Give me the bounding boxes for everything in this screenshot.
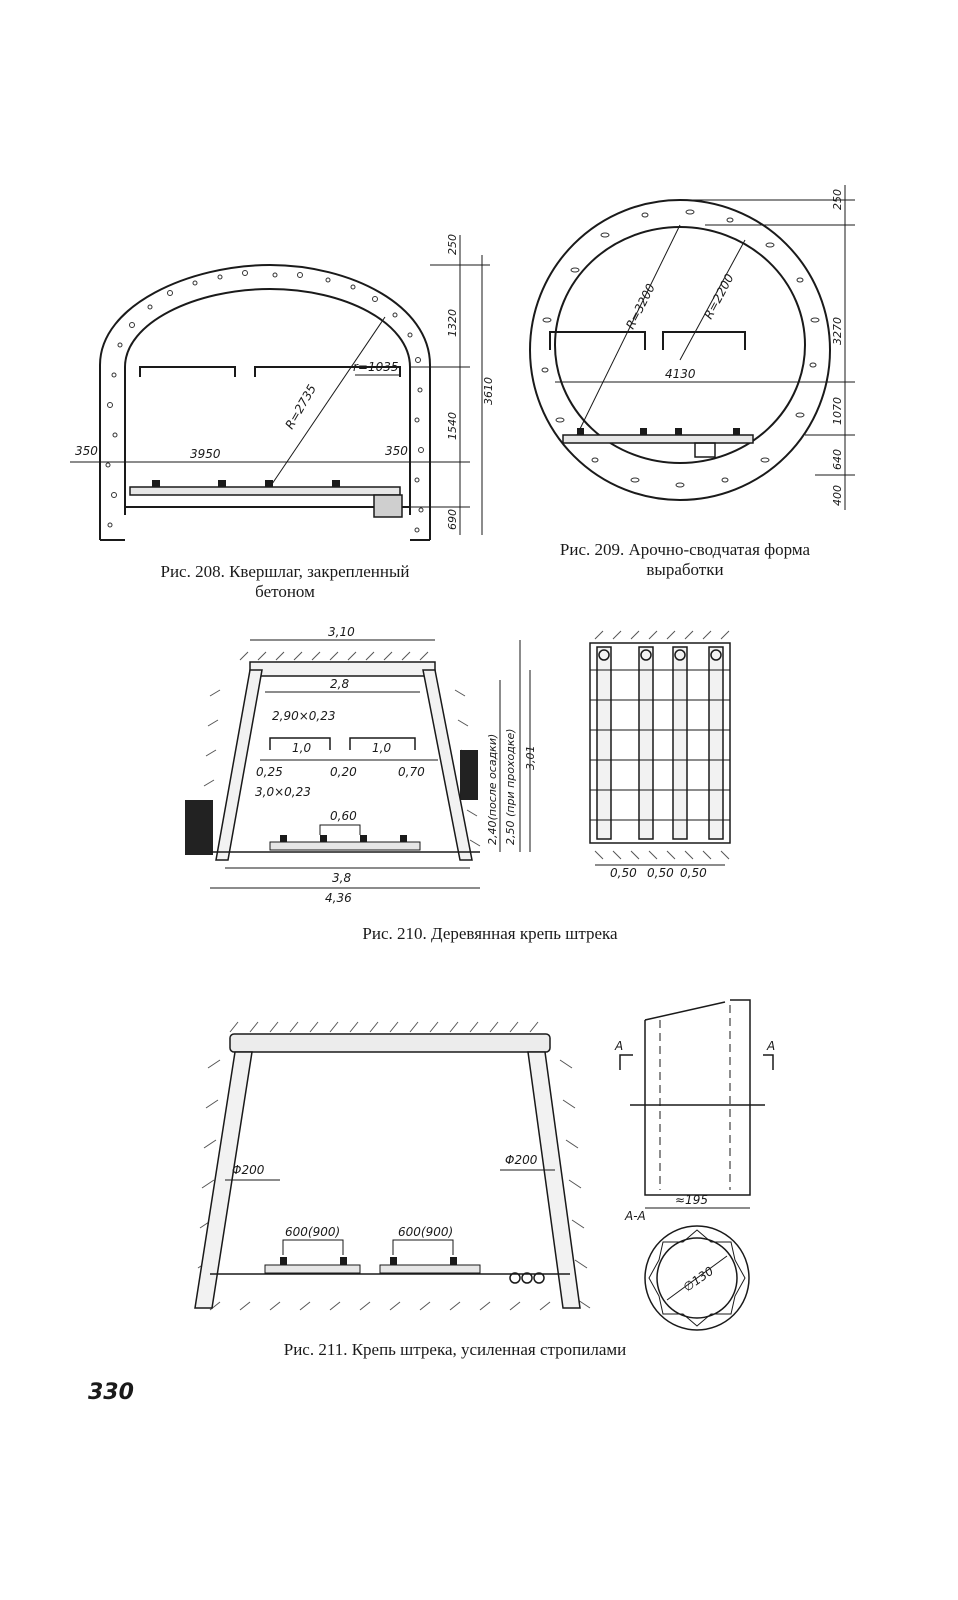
dim-690: 690 [446,509,459,530]
dim-0-50-c: 0,50 [680,866,707,880]
figure-209: 250 3270 1070 640 400 R=3200 R=2200 4130 [515,180,865,525]
dim-1070: 1070 [831,397,844,425]
section-label-a-a: A-A [624,1209,646,1223]
dim-350-right: 350 [385,444,408,458]
caption-fig-209-line2: выработки [646,560,724,579]
section-mark-a-left: A [614,1039,623,1053]
caption-fig-211: Рис. 211. Крепь штрека, усиленная стропи… [283,1340,627,1359]
dim-400: 400 [831,485,844,506]
dim-r2200: R=2200 [701,271,737,321]
dim-phi200-left: Φ200 [232,1163,265,1177]
dim-3-01: 3,01 [524,746,537,771]
dim-3-8: 3,8 [332,871,351,885]
section-mark-a-right: A [766,1039,775,1053]
dim-250: 250 [446,234,459,255]
dim-0-50-b: 0,50 [647,866,674,880]
dim-600-900-a: 600(900) [285,1225,340,1239]
dim-350-left: 350 [75,444,98,458]
dim-600-900-b: 600(900) [398,1225,453,1239]
dim-130: ∅130 [681,1264,717,1295]
figure-211-details: A A ≈195 A-A ∅130 [605,980,795,1340]
dim-640: 640 [831,449,844,470]
figure-210-plan: 0,50 0,50 0,50 [575,625,745,885]
dim-r2735: R=2735 [282,382,319,431]
page-number: 330 [88,1380,134,1405]
dim-3610: 3610 [482,377,495,405]
caption-fig-208-line2: бетоном [255,582,315,601]
dim-1540: 1540 [446,412,459,440]
caption-fig-210: Рис. 210. Деревянная крепь штрека [362,924,618,943]
figure-211-section: Φ200 Φ200 600(900) 600(900) [180,1000,600,1320]
dim-1-0-b: 1,0 [372,741,391,755]
dim-0-60: 0,60 [330,809,357,823]
dim-250: 250 [831,189,844,210]
dim-1-0-a: 1,0 [292,741,311,755]
dim-3270: 3270 [831,317,844,345]
dim-195: ≈195 [675,1193,708,1207]
dim-beam: 2,90×0,23 [272,709,336,723]
dim-post: 3,0×0,23 [255,785,311,799]
dim-0-25: 0,25 [256,765,283,779]
dim-r1035: r=1035 [353,360,399,374]
dim-3950: 3950 [190,447,221,461]
dim-2-40: 2,40(после осадки) [486,734,499,845]
dim-2-8: 2,8 [330,677,349,691]
dim-3-10: 3,10 [328,625,355,639]
dim-2-50: 2,50 (при проходке) [504,728,517,845]
caption-fig-208-line1: Рис. 208. Квершлаг, закрепленный [160,562,410,581]
dim-0-50-a: 0,50 [610,866,637,880]
dim-0-70: 0,70 [398,765,425,779]
caption-fig-209: Рис. 209. Арочно-сводчатая форма выработ… [505,540,865,580]
dim-r3200: R=3200 [623,281,658,331]
caption-fig-209-line1: Рис. 209. Арочно-сводчатая форма [559,540,811,559]
figure-210-section: 3,10 2,8 2,90×0,23 1,0 1,0 0,25 0,20 0,7… [180,620,540,905]
dim-0-20: 0,20 [330,765,357,779]
dim-1320: 1320 [446,309,459,337]
caption-fig-208: Рис. 208. Квершлаг, закрепленный бетоном [110,562,460,602]
dim-4130: 4130 [665,367,696,381]
dim-4-36: 4,36 [325,891,352,905]
figure-208: 250 1320 3610 1540 690 R=2735 r=1035 395… [70,225,510,555]
dim-phi200-right: Φ200 [505,1153,538,1167]
